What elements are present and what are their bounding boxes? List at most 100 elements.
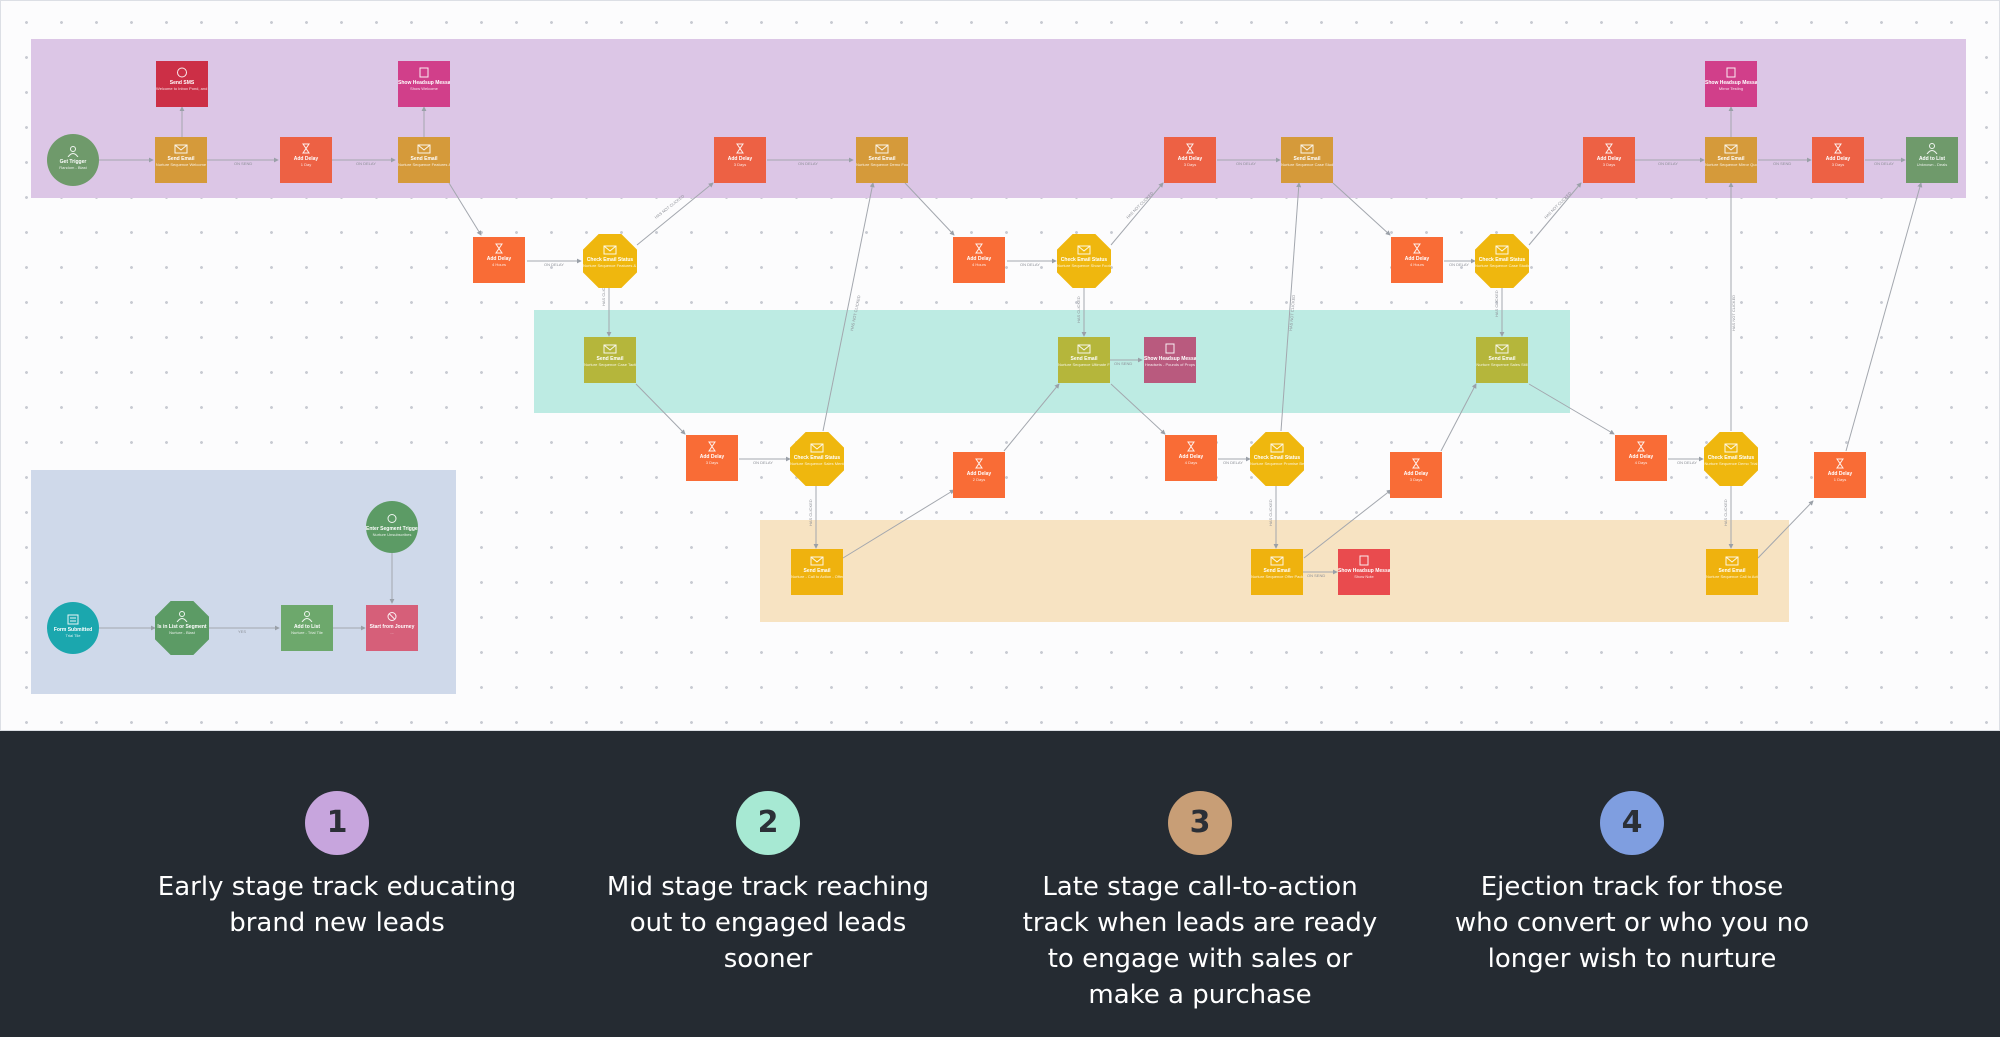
envelope-icon [1724, 443, 1738, 453]
node-subtitle: 3 Days [733, 162, 747, 167]
envelope-icon [1495, 344, 1509, 354]
node-subtitle: Headsets - Pounds of Props [1144, 362, 1196, 367]
add-to-list-node[interactable]: Add to List Unknown - Deals [1906, 137, 1958, 183]
node-title: Send Email [803, 568, 831, 574]
legend-badge: 4 [1600, 791, 1664, 855]
add-delay-node[interactable]: Add Delay 4 Hours [473, 237, 525, 283]
node-title: Show Headsup Message [1338, 568, 1390, 574]
trigger-node[interactable]: Get Trigger Random - Blast [47, 134, 99, 186]
check-email-status-node[interactable]: Check Email Status Nurture Sequence Demo… [1704, 432, 1758, 486]
node-subtitle: Nurture Sequence Welcome [155, 162, 207, 167]
node-subtitle: Nurture Sequence Features & Pricing [583, 263, 637, 268]
node-subtitle: Show Welcome [410, 86, 438, 91]
show-headsup-node[interactable]: Show Headsup Message Show Welcome [398, 61, 450, 107]
node-subtitle: Nurture Sequence Case Studies Quotes [1475, 263, 1529, 268]
send-email-node[interactable]: Send Email Nurture Sequence Ultimate Fac… [1058, 337, 1110, 383]
node-subtitle: Nurture Unsubscribes [372, 532, 412, 537]
early-stage-band [31, 39, 1966, 198]
add-delay-node[interactable]: Add Delay 3 Days [1812, 137, 1864, 183]
check-email-status-node[interactable]: Check Email Status Nurture Sequence Show… [1057, 234, 1111, 288]
journey-canvas[interactable]: ON SEND ON DELAY ON DELAY ON DELAY ON DE… [0, 0, 2000, 731]
edge-label-on-delay: ON DELAY [1449, 262, 1469, 267]
send-email-node[interactable]: Send Email Nurture Sequence Features & P… [398, 137, 450, 183]
check-email-status-node[interactable]: Check Email Status Nurture Sequence Feat… [583, 234, 637, 288]
form-submitted-node[interactable]: Form Submitted Trial Tile [47, 602, 99, 654]
refresh-icon [387, 514, 397, 523]
check-email-status-node[interactable]: Check Email Status Nurture Sequence Prom… [1250, 432, 1304, 486]
add-delay-node[interactable]: Add Delay 3 Days [1583, 137, 1635, 183]
add-delay-node[interactable]: Add Delay 2 Days [953, 452, 1005, 498]
node-title: Send Email [596, 356, 624, 362]
node-subtitle: Unknown - Deals [1916, 162, 1948, 167]
node-title: Start from Journey [369, 624, 415, 630]
connector [1440, 383, 1477, 452]
add-delay-node[interactable]: Add Delay 3 Days [714, 137, 766, 183]
send-sms-node[interactable]: Send SMS Welcome to Inbox Pond, and than… [156, 61, 208, 107]
connector [1332, 182, 1391, 236]
send-email-node[interactable]: Send Email Nurture Sequence Call to Acti… [1706, 549, 1758, 595]
node-subtitle: 1 Days [1833, 477, 1847, 482]
node-subtitle: Nurture Sequence Show Footage [1057, 263, 1111, 268]
send-email-node[interactable]: Send Email Nurture Sequence Offer Packag… [1251, 549, 1303, 595]
legend-caption: Late stage call-to-action track when lea… [1022, 872, 1378, 1010]
add-delay-node[interactable]: Add Delay 4 Hours [1391, 237, 1443, 283]
node-title: Send Email [1293, 156, 1321, 162]
node-subtitle: Mirror Testing [1718, 86, 1744, 91]
check-email-status-node[interactable]: Check Email Status Nurture Sequence Sale… [790, 432, 844, 486]
node-subtitle: ... [390, 630, 394, 635]
segment-trigger-node[interactable]: Enter Segment Trigger Nurture Unsubscrib… [366, 501, 418, 553]
send-email-node[interactable]: Send Email Nurture Sequence Mirror Quote… [1705, 137, 1757, 183]
envelope-icon [1077, 245, 1091, 255]
add-delay-node[interactable]: Add Delay 4 Days [1615, 435, 1667, 481]
add-delay-node[interactable]: Add Delay 3 Days [686, 435, 738, 481]
sms-icon [177, 67, 187, 78]
show-headsup-node[interactable]: Show Headsup Message Headsets - Pounds o… [1144, 337, 1196, 383]
legend-badge: 3 [1168, 791, 1232, 855]
list-segment-check-node[interactable]: Is in List or Segment Nurture - Blast [155, 601, 209, 655]
node-title: Show Headsup Message [398, 80, 450, 86]
node-title: Add Delay [1177, 156, 1203, 162]
node-subtitle: Nurture Sequence Mirror Quotes [1705, 162, 1757, 167]
add-delay-node[interactable]: Add Delay 3 Days [1164, 137, 1216, 183]
node-subtitle: 1 Day [300, 162, 312, 167]
show-headsup-node[interactable]: Show Headsup Message Mirror Testing [1705, 61, 1757, 107]
envelope-icon [810, 443, 824, 453]
check-email-status-node[interactable]: Check Email Status Nurture Sequence Case… [1475, 234, 1529, 288]
person-icon [1926, 143, 1938, 154]
screen-icon [1726, 67, 1736, 78]
hourglass-icon [1413, 243, 1421, 254]
send-email-node[interactable]: Send Email Nurture Sequence Case Study B… [1281, 137, 1333, 183]
add-delay-node[interactable]: Add Delay 1 Day [280, 137, 332, 183]
node-title: Form Submitted [53, 627, 93, 633]
send-email-node[interactable]: Send Email Nurture Sequence Demo Footage [856, 137, 908, 183]
node-subtitle: Nurture Sequence Demo Trial [1704, 461, 1758, 466]
node-title: Enter Segment Trigger [366, 526, 418, 532]
node-subtitle: Nurture Sequence Features & Pricing [398, 162, 450, 167]
node-title: Add Delay [1596, 156, 1622, 162]
send-email-node[interactable]: Send Email Nurture - Call to Action - Of… [791, 549, 843, 595]
add-delay-node[interactable]: Add Delay 4 Days [1165, 435, 1217, 481]
envelope-icon [1725, 556, 1739, 566]
hourglass-icon [1412, 458, 1420, 469]
node-title: Send Email [167, 156, 195, 162]
add-to-list-node[interactable]: Add to List Nurture - Trial Tile [281, 605, 333, 651]
show-headsup-node[interactable]: Show Headsup Message Show Note [1338, 549, 1390, 595]
edge-label-on-send: ON SEND [1773, 161, 1791, 166]
node-title: Send Email [1263, 568, 1291, 574]
add-delay-node[interactable]: Add Delay 1 Days [1814, 452, 1866, 498]
send-email-node[interactable]: Send Email Nurture Sequence Welcome [155, 137, 207, 183]
screen-icon [1165, 343, 1175, 354]
send-email-node[interactable]: Send Email Nurture Sequence Case Tactics [584, 337, 636, 383]
send-email-node[interactable]: Send Email Nurture Sequence Sales Still [1476, 337, 1528, 383]
hourglass-icon [975, 243, 983, 254]
stop-journey-node[interactable]: Start from Journey ... [366, 605, 418, 651]
node-title: Check Email Status [1707, 455, 1755, 461]
node-title: Add Delay [1403, 471, 1429, 477]
envelope-icon [603, 344, 617, 354]
legend-caption: Mid stage track reaching out to engaged … [606, 872, 930, 974]
add-delay-node[interactable]: Add Delay 3 Days [1390, 452, 1442, 498]
screen-icon [419, 67, 429, 78]
node-subtitle: 2 Days [972, 477, 986, 482]
node-subtitle: Nurture Sequence Call to Action - Offer [1706, 574, 1758, 579]
add-delay-node[interactable]: Add Delay 4 Hours [953, 237, 1005, 283]
